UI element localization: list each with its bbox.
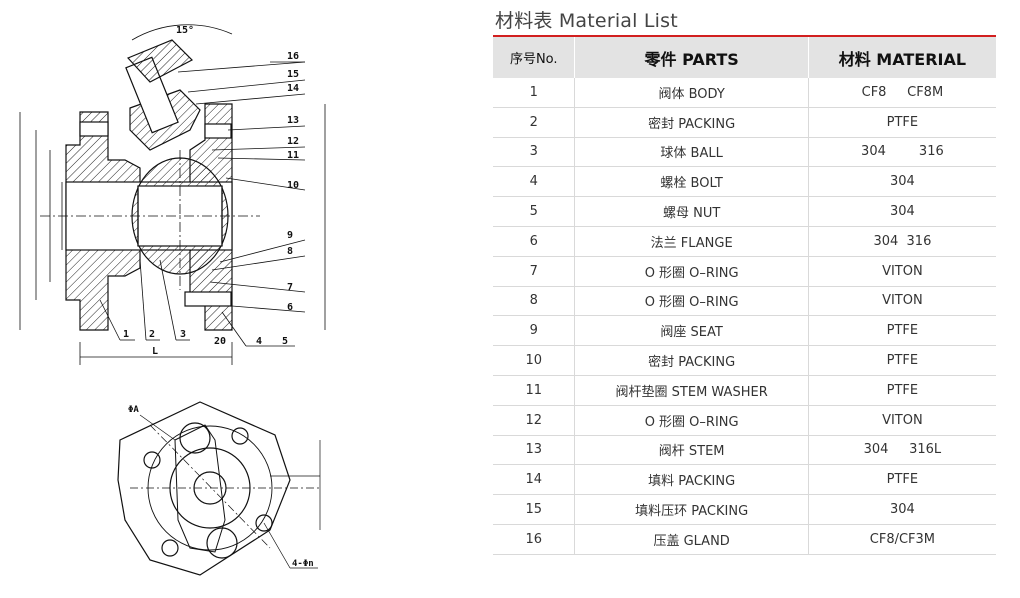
cell-part: 密封 PACKING [574,345,809,376]
cell-part: 密封 PACKING [574,107,809,138]
cell-part: 填料压环 PACKING [574,494,809,525]
cell-material: 304 [808,196,996,227]
cell-part: 球体 BALL [574,137,809,168]
part-label-1: 1 [123,329,129,340]
cell-material: PTFE [808,464,996,496]
cell-no: 4 [493,166,576,198]
cell-material: PTFE [808,315,996,347]
cell-no: 6 [493,226,576,257]
angle-label: 15° [176,25,194,36]
cell-part: O 形圈 O–RING [574,286,809,317]
cell-part: 阀体 BODY [574,78,809,108]
header-parts: 零件 PARTS [574,37,809,78]
part-number-labels: 16 15 14 13 12 11 10 9 8 7 6 1 2 3 4 5 1… [123,25,299,357]
part-label-11: 11 [287,150,299,161]
cell-no: 3 [493,137,576,168]
top-view [117,401,321,576]
cell-material: VITON [808,405,996,436]
section-view [19,24,326,365]
cell-no: 1 [493,78,576,108]
header-material: 材料 MATERIAL [808,37,996,78]
cell-no: 13 [493,435,576,466]
cell-part: 螺母 NUT [574,196,809,227]
cell-material: CF8/CF3M [808,524,996,555]
cell-material: VITON [808,286,996,317]
cell-part: 螺栓 BOLT [574,166,809,198]
technical-drawing: 16 15 14 13 12 11 10 9 8 7 6 1 2 3 4 5 1… [0,0,480,598]
cell-no: 11 [493,375,576,406]
cell-material: VITON [808,256,996,287]
material-list-title: 材料表 Material List [495,10,678,32]
valve-section-drawing: 16 15 14 13 12 11 10 9 8 7 6 1 2 3 4 5 1… [19,24,326,576]
cell-no: 14 [493,464,576,496]
cell-material: PTFE [808,107,996,138]
cell-part: O 形圈 O–RING [574,405,809,436]
part-label-6: 6 [287,302,293,313]
cell-material: 304 316 [808,137,996,168]
cell-no: 16 [493,524,576,555]
cell-part: O 形圈 O–RING [574,256,809,287]
part-label-5: 5 [282,336,288,347]
cell-no: 2 [493,107,576,138]
cell-material: 304 316L [808,435,996,466]
part-label-3: 3 [180,329,186,340]
table-header-row: 序号No. 零件 PARTS 材料 MATERIAL [493,37,996,78]
cell-no: 8 [493,286,576,317]
cell-no: 10 [493,345,576,376]
part-label-14: 14 [287,83,299,94]
cell-no: 7 [493,256,576,287]
cell-no: 9 [493,315,576,347]
flange-offset-label: 20 [214,336,226,347]
cell-material: PTFE [808,375,996,406]
cell-no: 12 [493,405,576,436]
cell-part: 阀杆垫圈 STEM WASHER [574,375,809,406]
part-label-2: 2 [149,329,155,340]
part-label-15: 15 [287,69,299,80]
cell-material: CF8 CF8M [808,78,996,108]
bolt-holes-label: 4-Φn [292,559,314,569]
flat-label: ΦA [128,405,139,415]
cell-material: 304 316 [808,226,996,257]
part-label-16: 16 [287,51,299,62]
part-label-8: 8 [287,246,293,257]
part-label-13: 13 [287,115,299,126]
part-label-10: 10 [287,180,299,191]
cell-material: 304 [808,494,996,525]
part-label-9: 9 [287,230,293,241]
header-no: 序号No. [493,37,576,78]
title-underline [493,35,996,37]
cell-no: 15 [493,494,576,525]
cell-no: 5 [493,196,576,227]
cell-part: 填料 PACKING [574,464,809,496]
length-label: L [152,346,158,357]
cell-material: PTFE [808,345,996,376]
cell-part: 法兰 FLANGE [574,226,809,257]
cell-part: 压盖 GLAND [574,524,809,555]
part-label-4: 4 [256,336,262,347]
cell-part: 阀杆 STEM [574,435,809,466]
part-label-12: 12 [287,136,299,147]
cell-material: 304 [808,166,996,198]
cell-part: 阀座 SEAT [574,315,809,347]
part-label-7: 7 [287,282,293,293]
